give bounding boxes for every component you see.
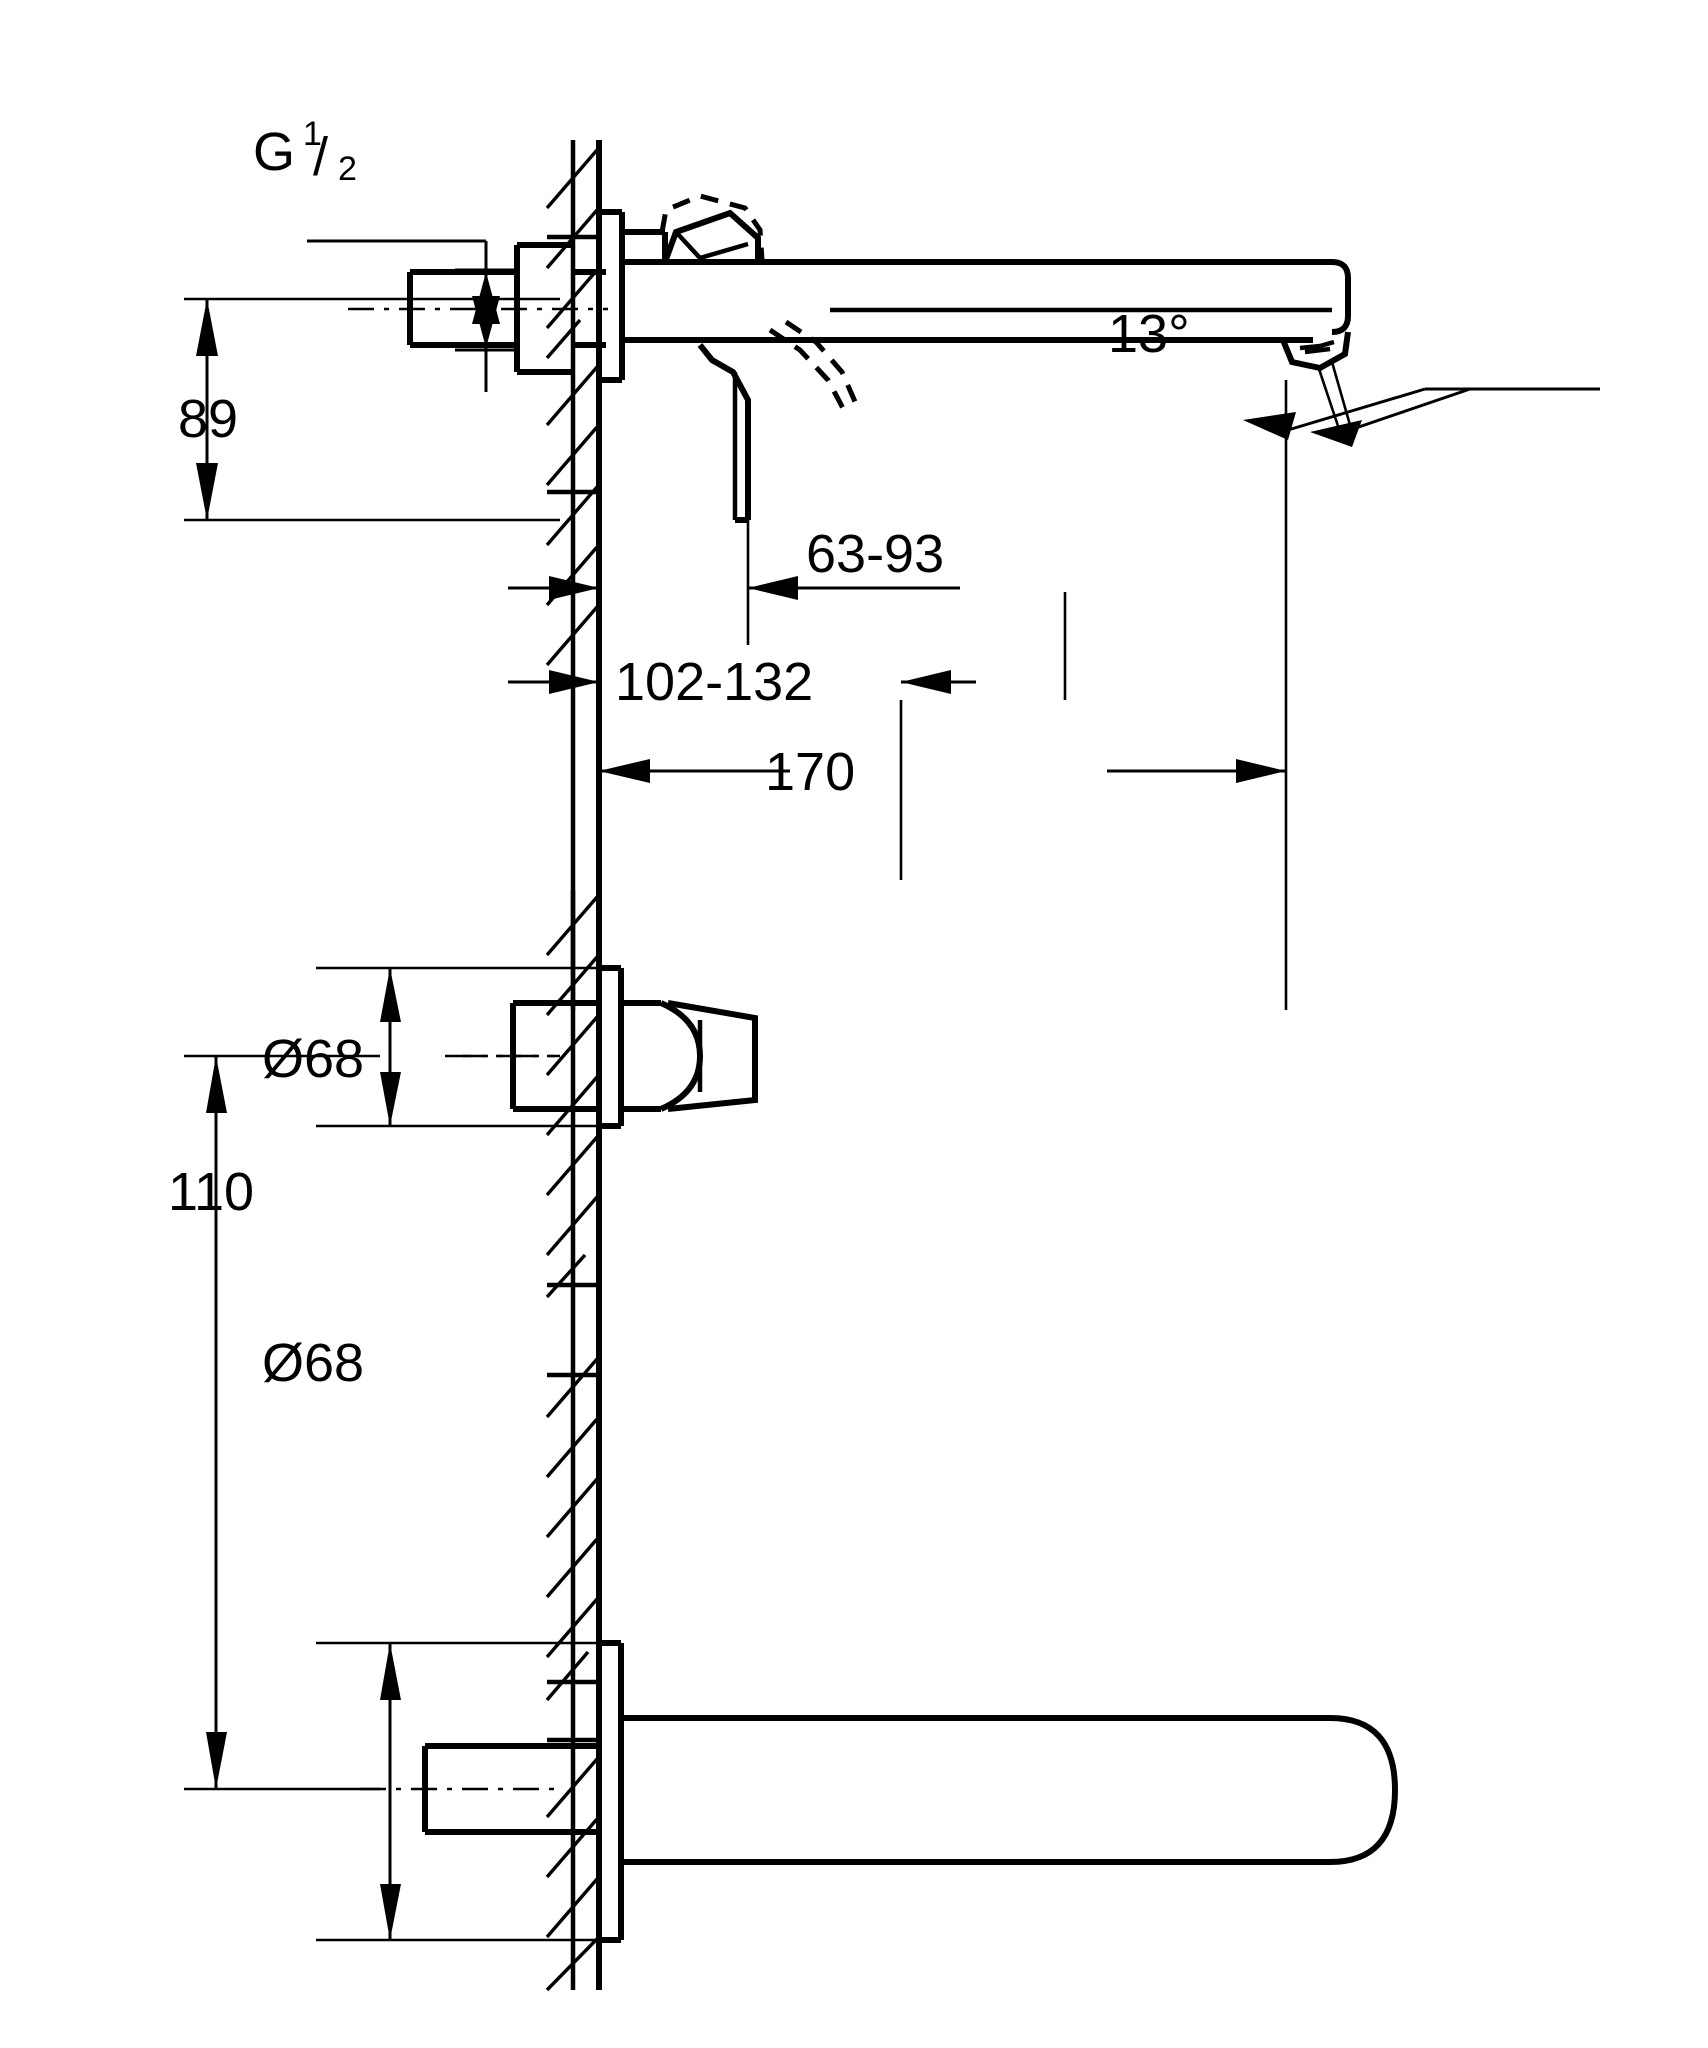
label-diam-68-lower: Ø68 xyxy=(262,1333,364,1393)
wall-hatching-upper xyxy=(545,148,599,667)
label-63-93: 63-93 xyxy=(806,524,944,584)
mixer-lever-handle xyxy=(659,193,859,523)
label-89: 89 xyxy=(178,389,238,449)
label-110: 110 xyxy=(168,1162,254,1222)
label-13-degree-text: 13° xyxy=(1108,304,1190,364)
dim-110-vertical xyxy=(184,1054,380,1791)
dim-13-degree xyxy=(1243,361,1600,447)
label-diam-68-upper: Ø68 xyxy=(262,1029,364,1089)
front-elevation-view xyxy=(184,890,1399,1992)
g-half-denominator: 2 xyxy=(338,150,357,188)
spout-assembly-lower xyxy=(360,1640,1399,1943)
g-half-slash: / xyxy=(313,127,328,187)
dim-diam-68-upper xyxy=(316,966,600,1128)
label-g-half: G 1 / 2 xyxy=(253,115,357,188)
lever-ghost-blade xyxy=(768,319,859,414)
dim-89-vertical xyxy=(184,297,560,522)
dim-63-93 xyxy=(508,520,1067,700)
dim-diam-68-lower xyxy=(316,1641,600,1942)
spout-body-upper xyxy=(619,229,1351,343)
label-102-132: 102-132 xyxy=(615,652,813,712)
g-half-numerator: 1 xyxy=(303,115,322,153)
g-half-prefix: G xyxy=(253,122,295,182)
side-elevation-view xyxy=(184,140,1600,1010)
inlet-pipe-upper xyxy=(348,242,608,375)
label-170: 170 xyxy=(765,742,855,802)
label-13-degree: 13° xyxy=(1108,304,1190,364)
